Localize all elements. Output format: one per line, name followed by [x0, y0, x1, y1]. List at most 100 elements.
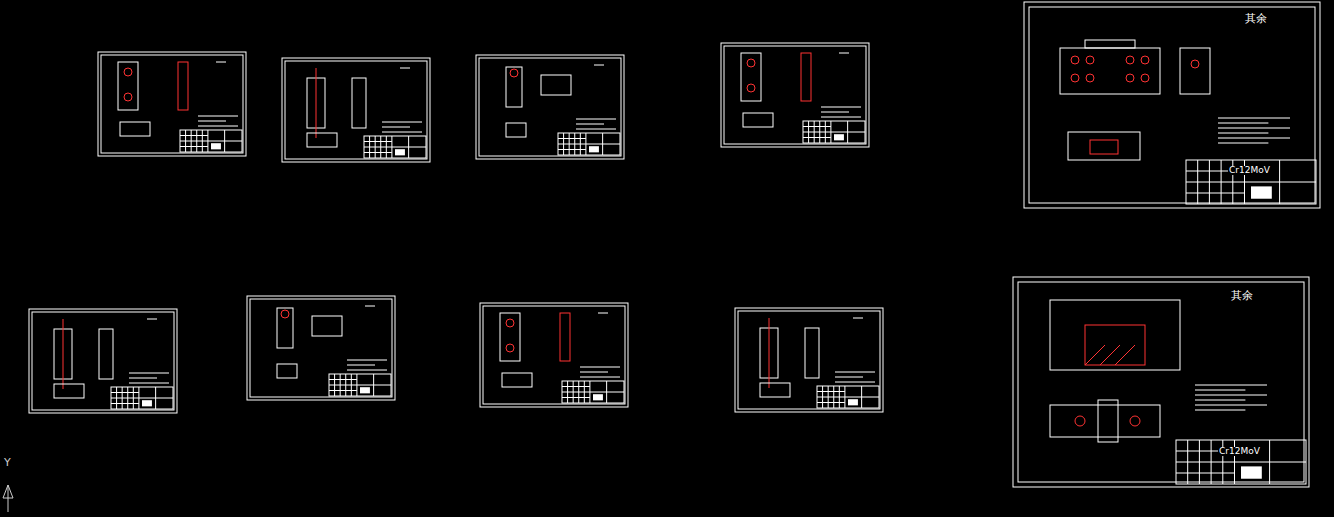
cad-line	[819, 121, 820, 143]
sheet-text: 其余	[1230, 290, 1254, 301]
cad-line	[1176, 473, 1235, 474]
hole-circle	[281, 310, 289, 318]
cad-line	[839, 53, 849, 54]
cad-line	[558, 138, 586, 139]
cad-line	[111, 398, 139, 399]
cad-line	[1050, 300, 1180, 370]
cad-line	[139, 398, 173, 399]
title-block	[817, 386, 879, 408]
cad-line	[506, 67, 522, 107]
cad-line	[340, 374, 341, 396]
hole-circle	[510, 69, 518, 77]
sheet-frame	[738, 311, 880, 409]
title-fill	[589, 146, 599, 152]
cad-line	[1090, 140, 1118, 154]
cad-line	[833, 386, 834, 408]
cad-line	[1195, 405, 1267, 406]
cad-line	[1211, 440, 1212, 484]
cad-line	[1085, 40, 1135, 48]
cad-line	[825, 121, 826, 143]
sheet-frame	[479, 58, 621, 156]
cad-line	[502, 373, 532, 387]
cad-line	[307, 133, 337, 147]
cad-line	[835, 382, 875, 383]
title-block	[329, 374, 391, 396]
cad-line	[1218, 133, 1268, 134]
title-block	[562, 381, 624, 403]
cad-line	[821, 112, 849, 113]
cad-line	[560, 313, 570, 361]
sheet-frame	[1029, 7, 1315, 203]
cad-line	[380, 136, 381, 158]
sheet-text: 其余	[1244, 13, 1268, 24]
cad-line	[1195, 390, 1245, 391]
sheet-border	[480, 303, 628, 407]
cad-line	[1209, 160, 1210, 204]
cad-line	[562, 386, 590, 387]
cad-line	[500, 313, 520, 361]
cad-line	[1218, 118, 1290, 119]
title-fill	[360, 387, 370, 393]
cad-line	[821, 107, 861, 108]
cad-line	[1197, 160, 1198, 204]
cad-line	[180, 135, 208, 136]
cad-line	[116, 387, 117, 409]
cad-line	[853, 318, 863, 319]
cad-line	[541, 75, 571, 95]
hole-circle	[506, 319, 514, 327]
cad-line	[127, 387, 128, 409]
cad-line	[817, 391, 845, 392]
sheet-border	[247, 296, 395, 400]
hole-circle	[1126, 74, 1134, 82]
cad-line	[562, 392, 590, 393]
cad-line	[198, 126, 238, 127]
cad-line	[803, 126, 831, 127]
cad-line	[180, 141, 208, 142]
sheet-border	[282, 58, 430, 162]
cad-line	[347, 360, 387, 361]
cad-line	[1060, 48, 1160, 94]
cad-line	[382, 122, 422, 123]
cad-line	[569, 133, 570, 155]
hole-circle	[1086, 74, 1094, 82]
cad-line	[1085, 325, 1145, 365]
cad-line	[828, 386, 829, 408]
title-fill	[1251, 186, 1272, 198]
cad-line	[329, 390, 357, 391]
cad-line	[1195, 385, 1267, 386]
title-block	[364, 136, 426, 158]
cad-line	[392, 147, 426, 148]
cad-line	[1068, 132, 1140, 160]
cad-line	[576, 124, 604, 125]
cad-line	[741, 53, 761, 101]
cad-line	[1187, 440, 1188, 484]
sheet-border	[98, 52, 246, 156]
cad-line	[133, 387, 134, 409]
cad-line	[821, 117, 861, 118]
cad-line	[835, 372, 875, 373]
cad-line	[202, 130, 203, 152]
cad-line	[345, 374, 346, 396]
title-fill	[593, 394, 603, 400]
cad-line	[835, 377, 863, 378]
ucs-icon	[3, 485, 13, 498]
hole-circle	[747, 84, 755, 92]
cad-line	[831, 132, 865, 133]
cad-line	[196, 130, 197, 152]
sheet-text: Cr12MoV	[1218, 447, 1261, 456]
title-block	[558, 133, 620, 155]
cad-line	[347, 370, 387, 371]
cad-line	[364, 152, 392, 153]
title-fill	[211, 143, 221, 149]
cad-line	[760, 383, 790, 397]
cad-line	[1085, 345, 1105, 365]
cad-line	[1176, 462, 1235, 463]
cad-line	[382, 127, 410, 128]
cad-line	[839, 386, 840, 408]
cad-line	[814, 121, 815, 143]
cad-line	[801, 53, 811, 101]
hole-circle	[124, 68, 132, 76]
cad-line	[573, 381, 574, 403]
cad-line	[54, 384, 84, 398]
cad-line	[574, 133, 575, 155]
